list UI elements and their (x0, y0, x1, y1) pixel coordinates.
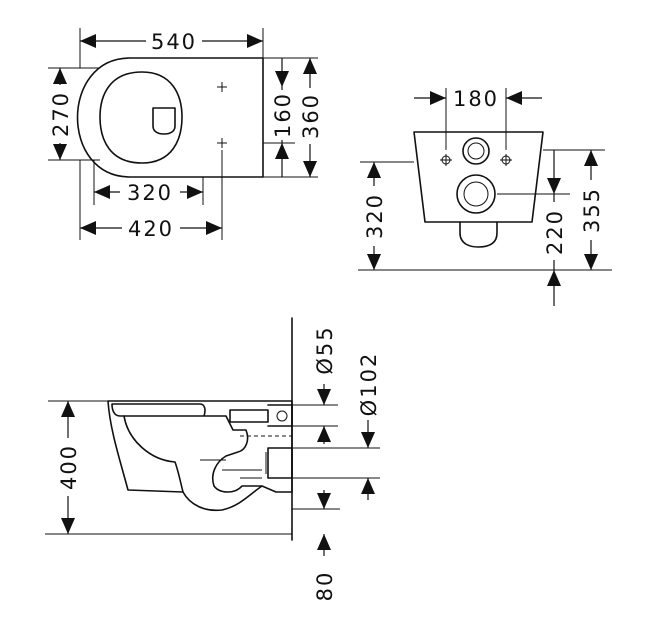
side-view-inlet-fitting (276, 410, 288, 422)
dim-360: 360 (298, 58, 323, 177)
side-view-bowl-inner (123, 415, 184, 493)
dim-360-label: 360 (299, 93, 323, 139)
dim-d55-label: Ø55 (313, 325, 337, 374)
dim-320: 320 (94, 179, 203, 205)
dim-d102-label: Ø102 (357, 352, 381, 417)
front-view-inlet-circle (462, 137, 490, 165)
dim-160: 160 (270, 58, 295, 177)
dim-220: 220 (542, 150, 567, 306)
top-view-outlet (152, 107, 176, 135)
front-view-outlet-inner (463, 181, 489, 207)
dim-540-label: 540 (151, 30, 197, 54)
front-view-outlet-circle (456, 174, 496, 214)
top-view-extension-lines (48, 28, 318, 240)
dim-540: 540 (80, 28, 263, 54)
dim-80-label: 80 (313, 571, 337, 602)
side-view-trap (204, 415, 263, 493)
dim-320-front-label: 320 (363, 193, 387, 239)
dim-220-label: 220 (543, 209, 567, 255)
side-view-extension-lines (48, 400, 380, 510)
dim-d55: Ø55 (313, 325, 337, 444)
dim-400-label: 400 (57, 444, 81, 490)
top-view-fixing-crosses (217, 82, 227, 148)
side-view-outlet-connector (267, 447, 293, 479)
dim-420-label: 420 (128, 217, 174, 241)
front-view-fixing-crosses (440, 154, 512, 166)
front-view-extension-lines (358, 88, 612, 271)
dim-320-front: 320 (362, 162, 387, 270)
dim-355-label: 355 (580, 187, 604, 233)
dim-420: 420 (80, 215, 222, 241)
dim-400: 400 (56, 401, 81, 534)
side-view-inlet-connector (229, 404, 293, 427)
front-view-body (413, 131, 544, 223)
dim-355: 355 (579, 150, 604, 270)
dim-180: 180 (414, 87, 542, 111)
side-view-seat (111, 403, 206, 417)
dim-320-label: 320 (127, 181, 173, 205)
dim-80: 80 (313, 490, 337, 601)
dim-180-label: 180 (453, 87, 499, 111)
side-view-trap-inner (200, 459, 262, 479)
top-view-bowl-outline (76, 57, 264, 178)
dim-270-label: 270 (49, 91, 73, 137)
front-view: 180 320 220 355 (358, 87, 612, 306)
front-view-outlet-foot (459, 221, 498, 248)
top-view-bowl-inner (99, 71, 183, 164)
top-view: 540 320 420 270 (48, 28, 323, 241)
side-view: 400 Ø55 Ø102 80 (45, 317, 381, 601)
dim-270: 270 (48, 68, 73, 160)
dim-160-label: 160 (271, 92, 295, 138)
dim-d102: Ø102 (357, 352, 381, 500)
front-view-inlet-inner (467, 142, 485, 160)
side-view-bowl-outline (107, 400, 293, 512)
